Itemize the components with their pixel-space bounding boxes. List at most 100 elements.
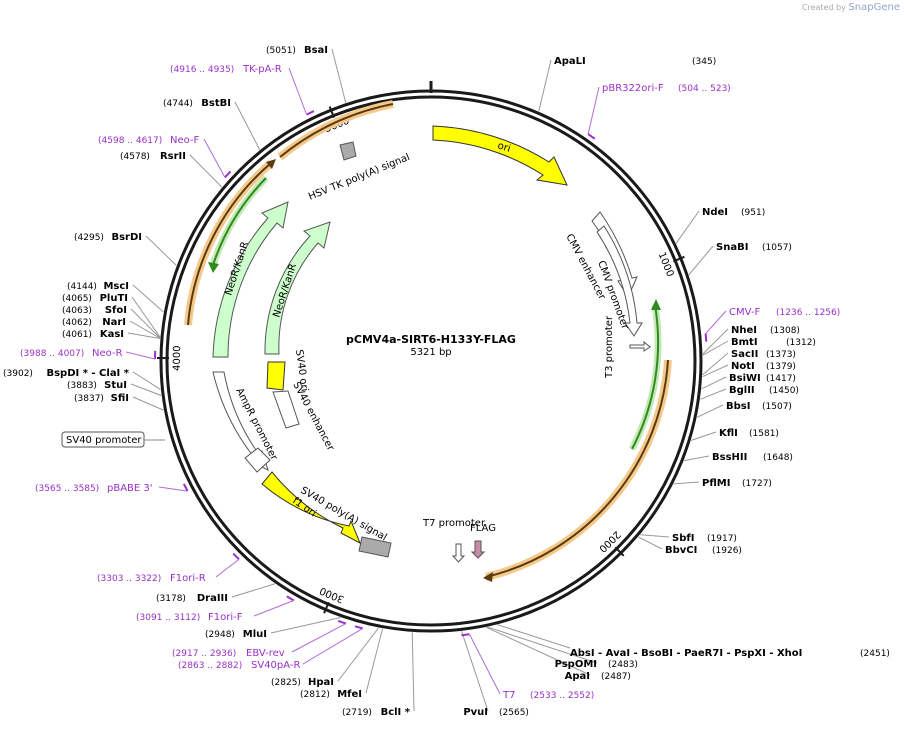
site-coord: (4065) — [62, 294, 92, 304]
site-coord: (4061) — [62, 330, 92, 340]
site-coord: (2825) — [271, 678, 301, 688]
site-coord: (1417) — [766, 374, 796, 384]
site-name: MfeI — [337, 689, 362, 700]
site-name: MscI — [103, 281, 129, 292]
site-name-apali: ApaLI — [554, 56, 586, 67]
primer-coord: (3988 .. 4007) — [20, 349, 84, 359]
site-name-xhoi-group: AbsI - AvaI - BsoBI - PaeR7I - PspXI - X… — [570, 648, 802, 659]
primer-name: F1ori-R — [170, 573, 206, 584]
site-name-bsshii: BssHII — [712, 452, 747, 463]
primer-leader — [215, 558, 240, 578]
primer-mark — [587, 133, 596, 140]
sirt6-orange-core — [485, 359, 669, 578]
primer-leader — [705, 310, 727, 334]
scale-tick — [328, 106, 335, 118]
site-leader — [702, 364, 729, 378]
backbone-inner — [165, 95, 697, 627]
site-leader — [270, 616, 341, 634]
primer-name: Neo-F — [170, 135, 200, 146]
primer-leader — [302, 628, 364, 665]
site-name-bmti: BmtI — [731, 337, 758, 348]
primer-coord: (3303 .. 3322) — [97, 574, 161, 584]
snapgene-watermark: Created by SnapGene — [802, 2, 900, 13]
site-leader — [683, 455, 710, 462]
site-leader — [497, 624, 571, 649]
scale-tick — [614, 546, 625, 557]
primer-mark — [182, 483, 189, 492]
hsv-tk-polya-label: HSV TK poly(A) signal — [307, 152, 412, 203]
site-coord: (1727) — [742, 479, 772, 489]
site-leader — [127, 332, 161, 339]
site-coord: (1450) — [769, 386, 799, 396]
primer-name: T7 — [502, 690, 515, 701]
site-coord: (4744) — [163, 99, 193, 109]
left-green-core — [212, 177, 267, 266]
site-leader — [640, 534, 670, 538]
site-coord: (1648) — [763, 453, 793, 463]
site-name: BstBI — [201, 98, 231, 109]
site-name: KasI — [100, 329, 124, 340]
site-coord: (3837) — [74, 394, 104, 404]
site-name: DraIII — [197, 593, 228, 604]
primer-mark — [224, 170, 232, 179]
primer-name: CMV-F — [729, 307, 760, 318]
sv40-enhancer-feature — [272, 390, 300, 429]
site-leader — [675, 210, 700, 244]
site-name: NarI — [102, 317, 126, 328]
sv40-polya-feature — [358, 536, 392, 558]
site-coord: (1308) — [770, 326, 800, 336]
site-coord: (345) — [692, 57, 716, 67]
site-coord: (2719) — [342, 708, 372, 718]
site-labels: ApaLI(345)NdeI(951)SnaBI(1057)NheI(1308)… — [3, 45, 890, 718]
t7-promoter-label: T7 promoter — [422, 518, 486, 529]
site-leader — [234, 101, 261, 150]
primer-mark — [354, 625, 364, 630]
created-by-text: Created by — [801, 3, 846, 12]
site-coord: (5051) — [266, 46, 296, 56]
primer-mark — [704, 333, 708, 342]
site-leader — [130, 383, 162, 396]
left-orange-arrowhead — [266, 159, 276, 169]
primer-leader — [291, 623, 347, 653]
sv40-promoter-box-label: SV40 promoter — [66, 435, 142, 446]
site-coord: (2483) — [608, 660, 638, 670]
primer-leader — [288, 67, 308, 115]
primer-coord: (2533 .. 2552) — [530, 691, 594, 701]
primer-leader — [587, 86, 600, 135]
scale-tick — [672, 255, 685, 263]
site-leader — [337, 627, 379, 682]
sirt6-orange-arc — [485, 359, 672, 581]
site-name-kfli: KflI — [719, 428, 738, 439]
orange-arrowhead — [483, 572, 493, 582]
site-leader — [701, 376, 727, 390]
site-coord: (4062) — [62, 318, 92, 328]
site-coord: (2812) — [300, 690, 330, 700]
ori-feature — [432, 125, 568, 186]
site-leader — [538, 59, 552, 112]
site-leader — [700, 388, 727, 400]
site-leader — [487, 626, 598, 664]
site-coord: (3178) — [156, 594, 186, 604]
sirt6-green-core — [631, 304, 660, 450]
site-coord: (2948) — [205, 630, 235, 640]
primer-coord: (2917 .. 2936) — [172, 649, 236, 659]
site-coord: (1312) — [786, 338, 816, 348]
t7-promoter-feature — [451, 543, 466, 563]
cmv-promoter-feature — [596, 225, 643, 337]
site-leader — [331, 48, 347, 103]
site-name-pflmi: PflMI — [702, 478, 730, 489]
site-coord: (1373) — [766, 350, 796, 360]
site-name: HpaI — [308, 677, 334, 688]
site-coord: (4144) — [67, 282, 97, 292]
site-leader — [486, 626, 591, 676]
site-leader — [365, 628, 384, 694]
site-name-noti: NotI — [731, 361, 755, 372]
flag-feature — [470, 540, 486, 559]
site-leader — [702, 328, 729, 355]
site-coord: (1917) — [707, 534, 737, 544]
site-leader — [145, 235, 177, 266]
primer-coord: (2863 .. 2882) — [178, 661, 242, 671]
primer-coord: (504 .. 523) — [678, 84, 731, 94]
site-leader — [696, 404, 724, 418]
site-coord: (951) — [741, 208, 765, 218]
